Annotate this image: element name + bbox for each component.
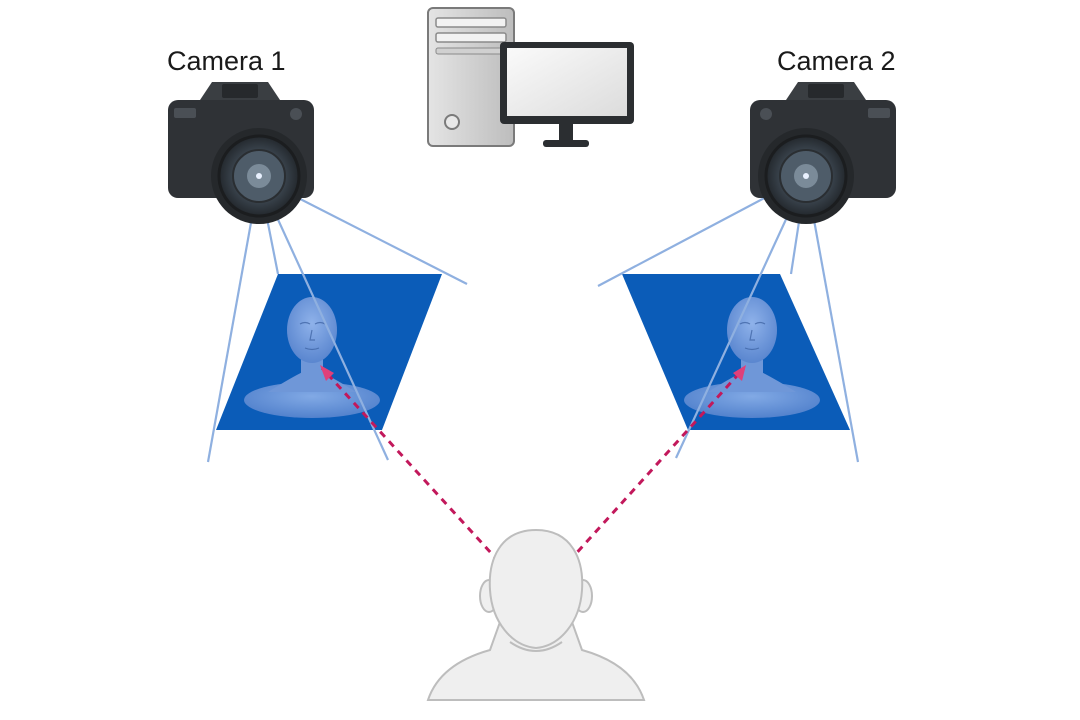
projected-face-camera-2 <box>739 321 766 351</box>
image-plane-camera-2 <box>622 274 850 430</box>
camera-2-icon <box>750 82 896 224</box>
projected-face-camera-1 <box>299 321 326 351</box>
desktop-computer-icon <box>427 7 634 147</box>
human-head-icon <box>426 528 646 701</box>
camera-2-label: Camera 2 <box>777 46 896 76</box>
camera-1-icon <box>168 82 314 224</box>
image-plane-camera-1 <box>216 274 442 430</box>
camera-1-label: Camera 1 <box>167 46 286 76</box>
gaze-arrowheads <box>320 365 746 381</box>
